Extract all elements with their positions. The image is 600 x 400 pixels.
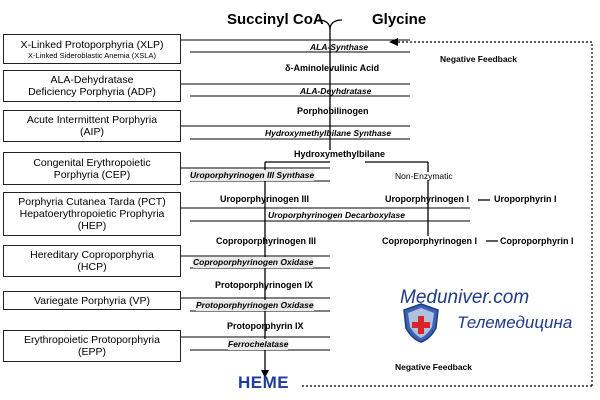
disease-xlp-name: X-Linked Protoporphyria (XLP) xyxy=(20,38,164,51)
disease-adp-line1: ALA-Dehydratase xyxy=(50,74,134,86)
heme-label: HEME xyxy=(238,373,290,392)
disease-adp-line2: Deficiency Porphyria (ADP) xyxy=(28,86,156,98)
disease-xsla-name: X-Linked Sideroblastic Anemia (XSLA) xyxy=(28,50,156,60)
disease-xlp: X-Linked Protoporphyria (XLP) X-Linked S… xyxy=(3,34,181,64)
intermediate-proto9: Protoporphyrinogen IX xyxy=(215,280,313,290)
disease-aip: Acute Intermittent Porphyria (AIP) xyxy=(3,110,181,142)
disease-pct-hep: Porphyria Cutanea Tarda (PCT) Hepatoeryt… xyxy=(3,192,181,236)
intermediate-pbg: Porphobilinogen xyxy=(297,106,369,116)
disease-vp-line1: Variegate Porphyria (VP) xyxy=(34,294,150,307)
intermediate-uro1: Uroporphyrinogen I xyxy=(385,194,469,204)
enzyme-uro3-synthase: Uroporphyrinogen III Synthase xyxy=(190,170,315,181)
intermediate-uroporphyrin1: Uroporphyrin I xyxy=(494,194,557,204)
disease-cep: Congenital Erythropoietic Porphyria (CEP… xyxy=(3,152,181,185)
watermark-site: Meduniver.com xyxy=(400,287,530,308)
disease-aip-line1: Acute Intermittent Porphyria xyxy=(26,114,158,126)
disease-cep-line1: Congenital Erythropoietic xyxy=(33,156,151,169)
intermediate-copro3: Coproporphyrinogen III xyxy=(216,236,316,246)
disease-pct-line1: Porphyria Cutanea Tarda (PCT) xyxy=(18,196,166,208)
disease-cep-line2: Porphyria (CEP) xyxy=(53,168,131,181)
enzyme-hmb-synthase: Hydroxymethylbilane Synthase xyxy=(265,128,392,138)
disease-pct-line3: (HEP) xyxy=(77,220,107,232)
intermediate-uro3: Uroporphyrinogen III xyxy=(220,194,309,204)
enzyme-ala-dehydratase: ALA-Deyhdratase xyxy=(300,86,372,96)
intermediate-coproporphyrin1: Coproporphyrin I xyxy=(500,236,574,246)
disease-aip-line2: (AIP) xyxy=(80,126,104,138)
watermark: Meduniver.com Телемедицина xyxy=(400,287,600,347)
disease-epp-line1: Erythropoietic Protoporphyria xyxy=(24,334,160,346)
glycine-label: Glycine xyxy=(372,11,427,28)
enzyme-ala-synthase: ALA-Synthase xyxy=(310,42,369,52)
shield-logo-icon xyxy=(403,303,439,343)
disease-epp-line2: (EPP) xyxy=(77,346,106,358)
disease-epp: Erythropoietic Protoporphyria (EPP) xyxy=(3,330,181,362)
succinyl-coa-label: Succinyl CoA xyxy=(227,11,324,28)
enzyme-uro-decarboxylase: Uroporphyrinogen Decarboxylase xyxy=(268,210,405,220)
intermediate-ala: δ-Aminolevulinic Acid xyxy=(285,63,380,73)
disease-hcp-line2: (HCP) xyxy=(77,261,107,273)
negative-feedback-top: Negative Feedback xyxy=(440,54,518,64)
disease-pct-line2: Hepatoerythropoietic Prophyria xyxy=(19,208,165,220)
disease-hcp-line1: Hereditary Coproporphyria xyxy=(30,249,154,261)
intermediate-hmb: Hydroxymethylbilane xyxy=(294,149,386,159)
non-enzymatic-label: Non-Enzymatic xyxy=(395,171,453,181)
enzyme-copro-oxidase: Coproporphyrinogen Oxidase xyxy=(193,257,314,268)
enzyme-proto-oxidase: Protoporphyrinogen Oxidase xyxy=(196,300,314,311)
enzyme-ferrochelatase: Ferrochelatase xyxy=(228,339,289,350)
disease-adp: ALA-Dehydratase Deficiency Porphyria (AD… xyxy=(3,70,181,102)
disease-hcp: Hereditary Coproporphyria (HCP) xyxy=(3,245,181,277)
watermark-telemedicine: Телемедицина xyxy=(457,313,573,332)
intermediate-copro1: Coproporphyrinogen I xyxy=(382,236,477,246)
intermediate-protoporphyrin9: Protoporphyrin IX xyxy=(227,321,304,331)
negative-feedback-bottom: Negative Feedback xyxy=(395,362,473,372)
disease-vp: Variegate Porphyria (VP) xyxy=(3,291,181,310)
